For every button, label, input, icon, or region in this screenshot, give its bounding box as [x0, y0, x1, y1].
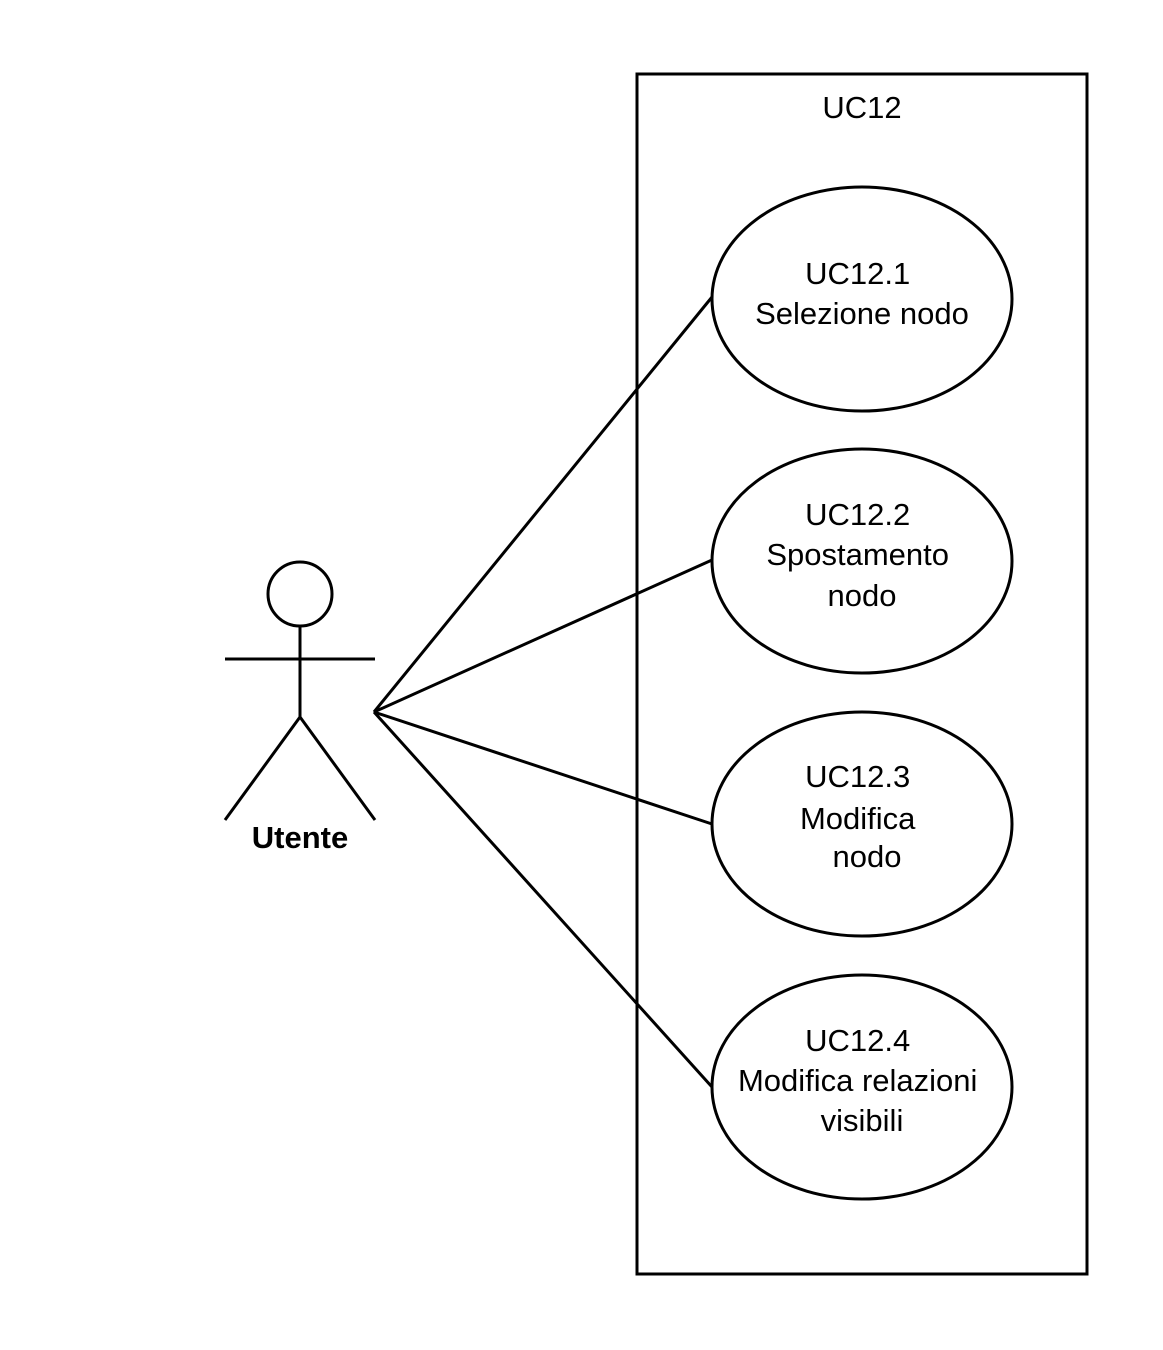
actor-right-leg — [298, 716, 377, 821]
actor-utente: Utente — [223, 560, 377, 855]
association-uc12-1 — [372, 296, 714, 713]
use-case-label: UC12.1 Selezione nodo — [755, 256, 969, 331]
use-case-label: UC12.3 Modifica nodo — [800, 759, 924, 874]
actor-head — [266, 560, 334, 628]
use-case-uc12-3: UC12.3 Modifica nodo — [710, 710, 1014, 938]
use-case-label: UC12.4 Modifica relazioni visibili — [738, 1023, 986, 1138]
use-case-ellipse — [710, 710, 1014, 938]
associations — [372, 296, 714, 1089]
actor-left-leg — [223, 716, 302, 821]
use-case-uc12-2: UC12.2 Spostamento nodo — [710, 447, 1014, 675]
association-uc12-3 — [373, 710, 713, 826]
use-case-ellipse — [710, 185, 1014, 413]
use-case-ellipse — [710, 447, 1014, 675]
use-case-label: UC12.2 Spostamento nodo — [766, 497, 957, 613]
association-uc12-2 — [373, 558, 713, 714]
actor-label: Utente — [252, 820, 348, 855]
use-case-uc12-1: UC12.1 Selezione nodo — [710, 185, 1014, 413]
use-case-uc12-4: UC12.4 Modifica relazioni visibili — [710, 973, 1014, 1201]
system-boundary — [635, 72, 1089, 1276]
association-uc12-4 — [372, 710, 714, 1089]
system-title: UC12 — [822, 90, 901, 125]
use-case-ellipse — [710, 973, 1014, 1201]
